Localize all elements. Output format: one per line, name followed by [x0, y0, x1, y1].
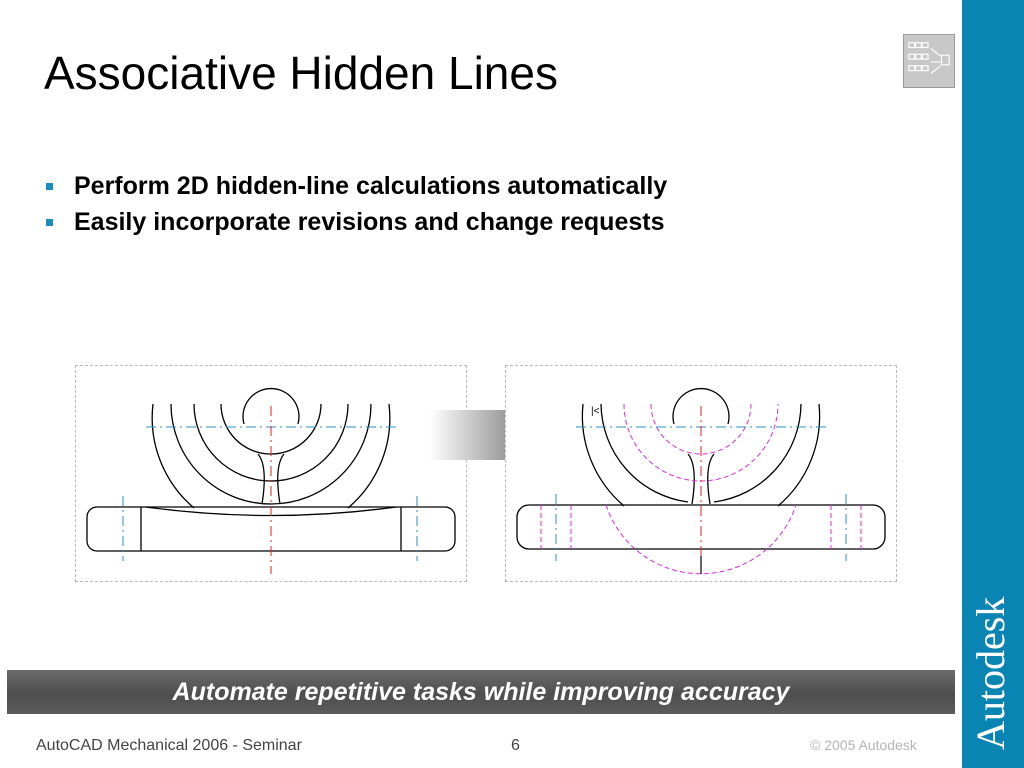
bullet-text: Easily incorporate revisions and change … [74, 207, 665, 236]
workflow-icon [903, 34, 955, 88]
bullet-marker-icon [46, 182, 53, 190]
page-number: 6 [511, 737, 520, 754]
copyright: © 2005 Autodesk [810, 737, 917, 753]
bullet-item: Easily incorporate revisions and change … [46, 204, 667, 240]
svg-text:|<: |< [591, 406, 600, 417]
footer-title: AutoCAD Mechanical 2006 - Seminar [36, 737, 302, 754]
slide-title: Associative Hidden Lines [44, 47, 558, 99]
brand-bar: Autodesk [962, 0, 1024, 768]
drawing-before-svg [86, 387, 456, 574]
autodesk-logo: Autodesk [968, 596, 1013, 750]
tagline-text: Automate repetitive tasks while improvin… [172, 677, 790, 706]
bullet-text: Perform 2D hidden-line calculations auto… [74, 171, 668, 200]
drawing-after: |< [505, 365, 897, 582]
bullet-item: Perform 2D hidden-line calculations auto… [46, 168, 667, 204]
drawing-after-svg: |< [516, 387, 886, 575]
drawing-before [75, 365, 467, 582]
bullet-marker-icon [46, 218, 53, 226]
bullet-list: Perform 2D hidden-line calculations auto… [46, 168, 667, 240]
tagline-banner: Automate repetitive tasks while improvin… [7, 670, 955, 714]
